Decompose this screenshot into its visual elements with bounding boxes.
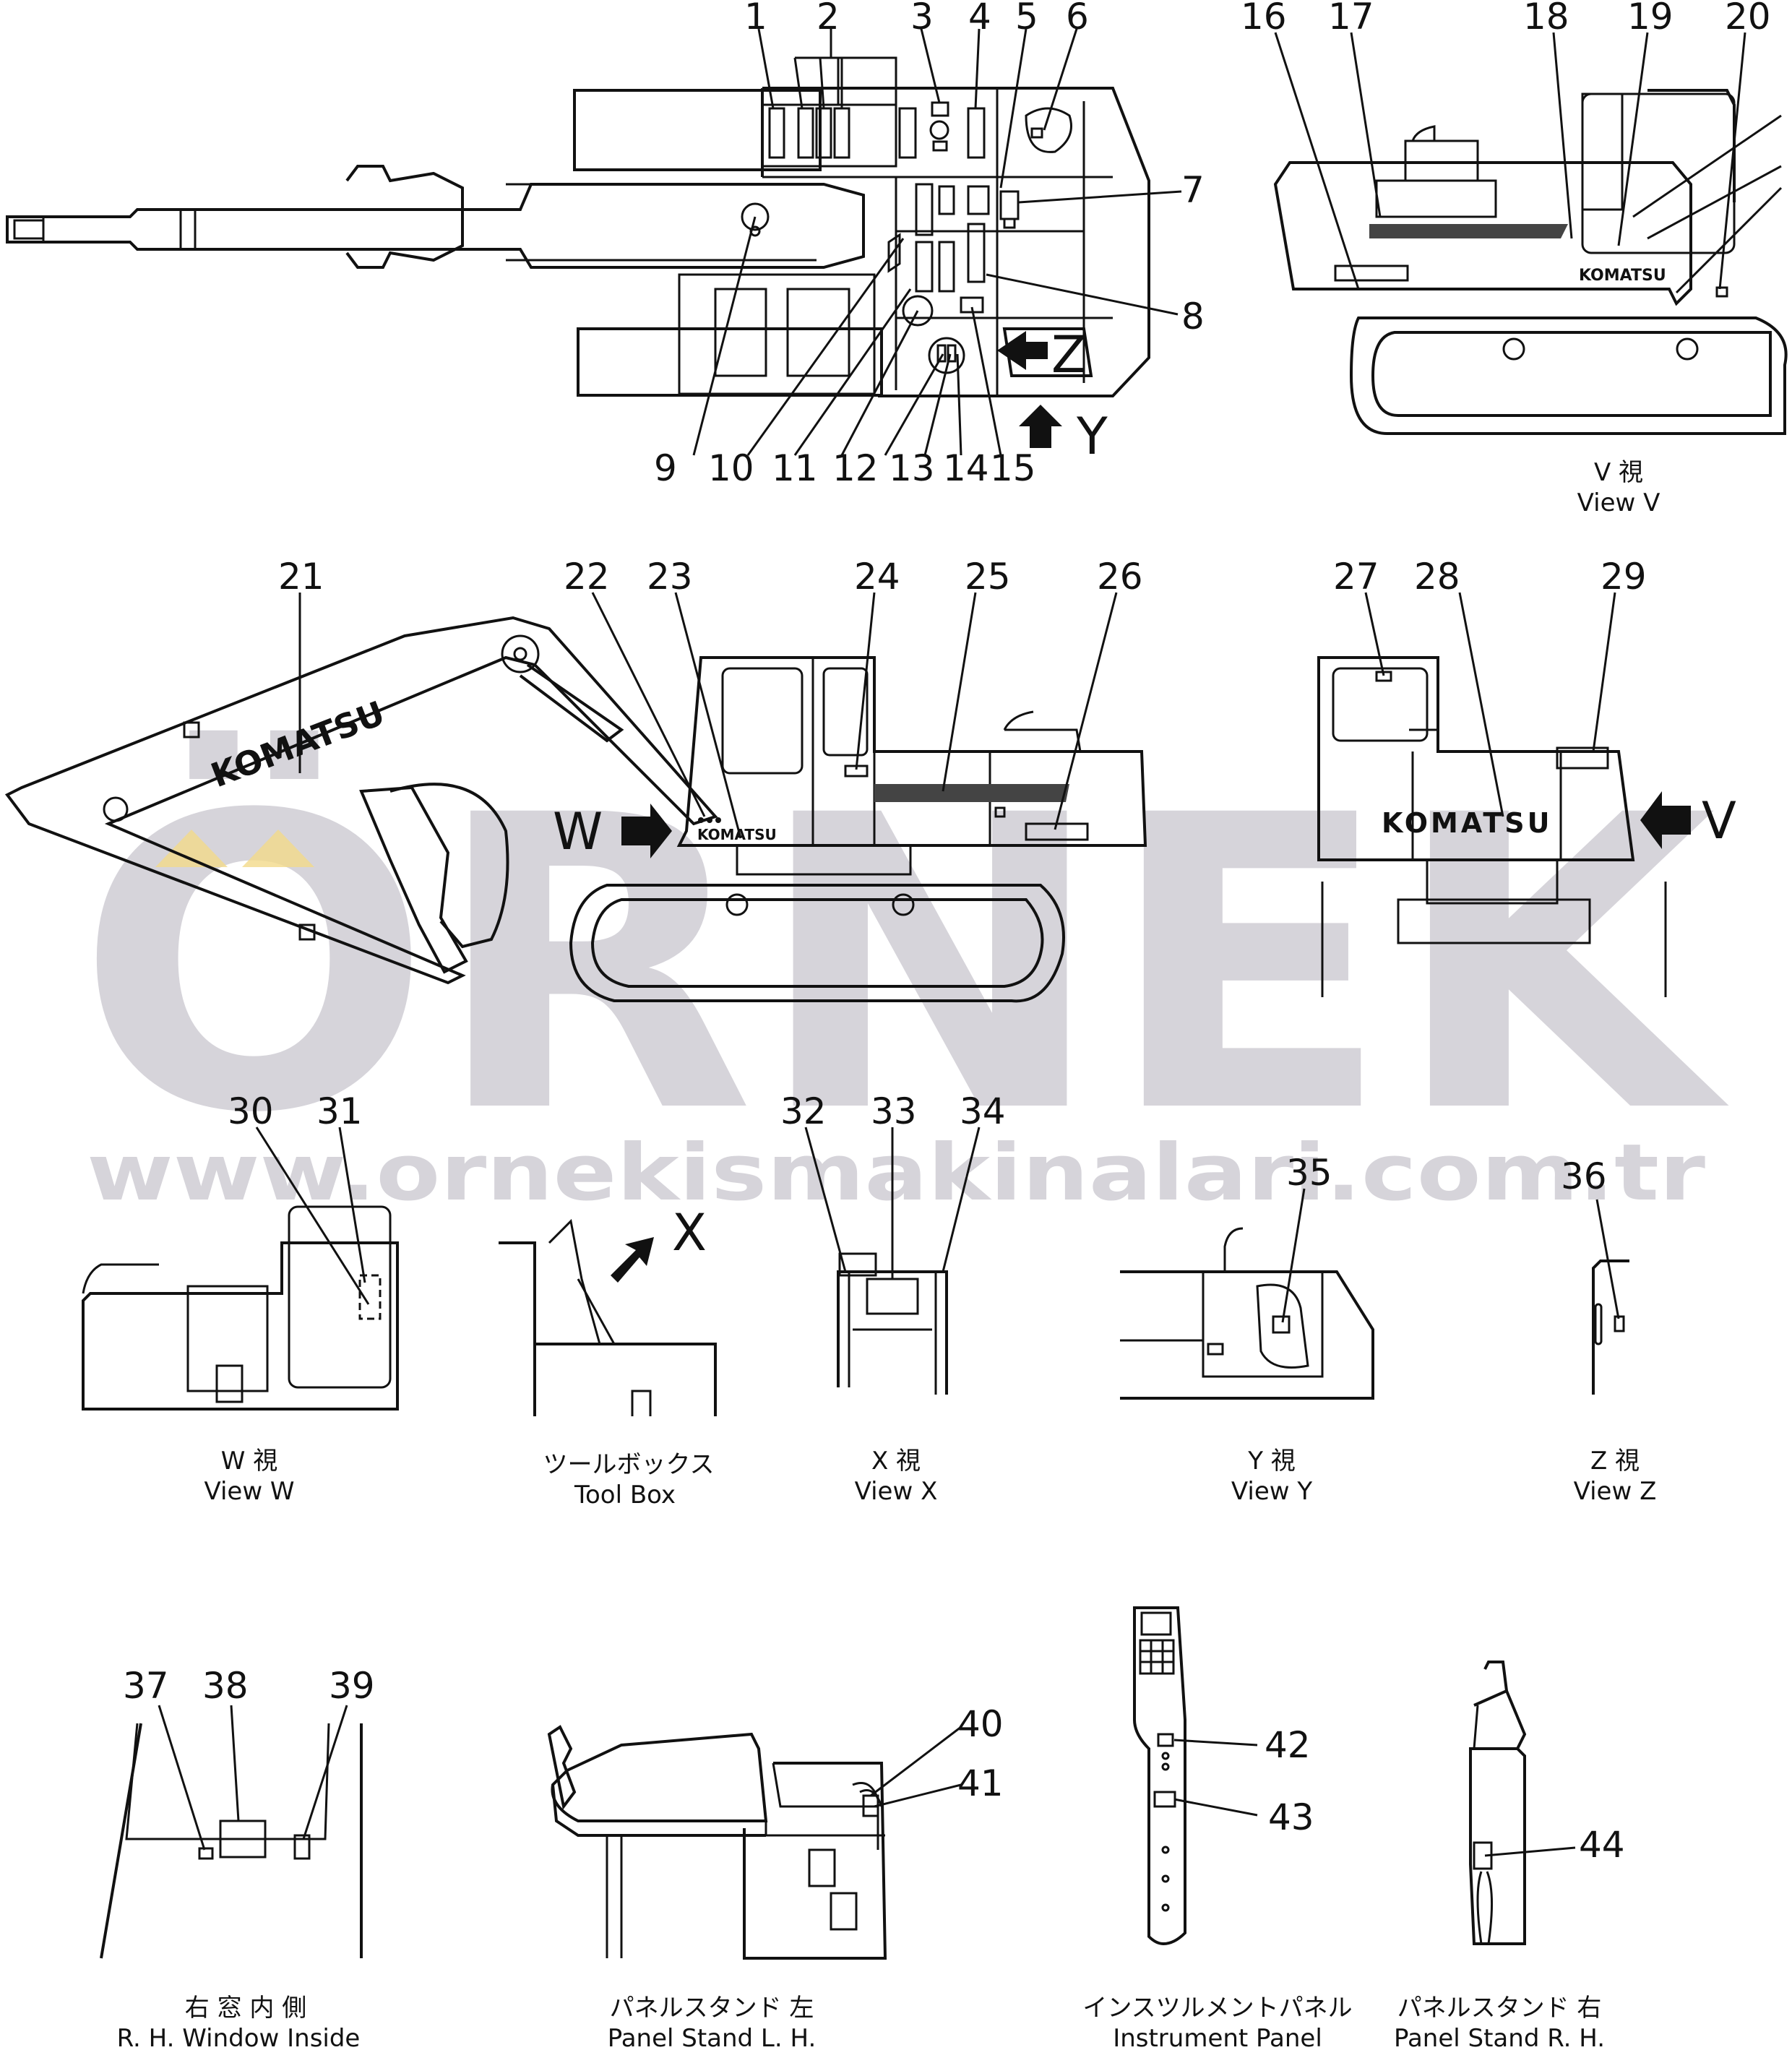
arrow-label-x: X <box>672 1203 707 1262</box>
callout-number: 39 <box>329 1665 375 1707</box>
arrow-label-z: Z <box>1051 325 1086 384</box>
callout-number: 43 <box>1268 1796 1314 1838</box>
callout-number: 12 <box>832 447 879 489</box>
caption-view-y-en: View Y <box>1231 1477 1312 1506</box>
watermark-accent-mark <box>242 830 314 867</box>
view-v-diagram: KOMATSU V 視 View V <box>1273 89 1788 517</box>
callout-number: 42 <box>1265 1724 1311 1766</box>
caption-panel-rh-jp: パネルスタンド 右 <box>1397 1994 1602 2023</box>
caption-view-v-jp: V 視 <box>1594 458 1643 487</box>
callout-number: 44 <box>1579 1824 1625 1866</box>
caption-view-x-en: View X <box>855 1477 938 1506</box>
view-x-diagram: X 視 View X <box>837 1252 948 1506</box>
caption-panel-lh-en: Panel Stand L. H. <box>608 2024 817 2050</box>
callout-number: 41 <box>957 1762 1004 1804</box>
brand-cab-side: KOMATSU <box>697 826 777 843</box>
panel-stand-rh-diagram: パネルスタンド 右 Panel Stand R. H. <box>1394 1661 1605 2050</box>
arrow-label-v: V <box>1702 791 1736 850</box>
watermark-url: www.ornekismakinalari.com.tr <box>87 1128 1705 1218</box>
panel-stand-lh-diagram: パネルスタンド 左 Panel Stand L. H. <box>547 1725 887 2050</box>
callout-number: 7 <box>1181 169 1205 211</box>
callout-number: 26 <box>1097 556 1143 598</box>
view-w-diagram: W 視 View W <box>82 1205 399 1506</box>
callout-number: 21 <box>278 556 324 598</box>
callout-number: 18 <box>1523 0 1569 38</box>
callout-number: 29 <box>1601 556 1647 598</box>
caption-view-y-jp: Y 視 <box>1247 1447 1296 1476</box>
callout-number: 4 <box>968 0 991 38</box>
callout-number: 9 <box>654 447 677 489</box>
view-z-diagram: Z 視 View Z <box>1574 1259 1657 1506</box>
callout-number: 15 <box>990 447 1036 489</box>
leader-lines <box>158 28 1746 1857</box>
callout-number: 11 <box>772 447 818 489</box>
callout-number: 19 <box>1627 0 1673 38</box>
callout-number: 27 <box>1333 556 1379 598</box>
caption-rh-window-jp: 右 窓 内 側 <box>185 1994 306 2023</box>
caption-view-x-jp: X 視 <box>871 1447 921 1476</box>
callout-number: 14 <box>943 447 989 489</box>
caption-panel-rh-en: Panel Stand R. H. <box>1394 2024 1605 2050</box>
watermark-accent-mark <box>155 830 228 867</box>
callout-number: 25 <box>965 556 1011 598</box>
caption-view-v-en: View V <box>1577 488 1660 517</box>
callout-number: 1 <box>744 0 767 38</box>
callout-number: 23 <box>647 556 693 598</box>
caption-view-w-en: View W <box>204 1477 294 1506</box>
callout-number: 32 <box>780 1090 827 1132</box>
callout-number: 35 <box>1286 1152 1332 1194</box>
callout-number: 10 <box>708 447 754 489</box>
callout-number: 6 <box>1066 0 1089 38</box>
callout-number: 37 <box>123 1665 169 1707</box>
rh-window-inside-diagram: 右 窓 内 側 R. H. Window Inside <box>100 1723 363 2050</box>
callout-number: 5 <box>1015 0 1038 38</box>
callout-number: 3 <box>910 0 934 38</box>
caption-view-z-en: View Z <box>1574 1477 1657 1506</box>
callout-number: 30 <box>228 1090 274 1132</box>
callout-number: 38 <box>202 1665 249 1707</box>
brand-rear: KOMATSU <box>1382 807 1552 839</box>
rear-view: KOMATSU V <box>1317 656 1736 997</box>
view-y-diagram: Y 視 View Y <box>1120 1227 1374 1506</box>
arrow-label-w: W <box>553 802 603 861</box>
callout-number: 31 <box>316 1090 363 1132</box>
callout-number: 28 <box>1414 556 1460 598</box>
caption-view-z-jp: Z 視 <box>1590 1447 1640 1476</box>
caption-view-w-jp: W 視 <box>221 1447 277 1476</box>
callout-number: 22 <box>564 556 610 598</box>
tool-box-diagram: X ツールボックス Tool Box <box>499 1203 717 1509</box>
callout-number: 16 <box>1241 0 1287 38</box>
caption-instrument-en: Instrument Panel <box>1113 2024 1322 2050</box>
watermark: ÖRNEK www.ornekismakinalari.com.tr <box>76 726 1732 1218</box>
callout-number: 13 <box>889 447 935 489</box>
callout-number: 36 <box>1561 1155 1607 1197</box>
callout-number: 33 <box>871 1090 917 1132</box>
caption-toolbox-jp: ツールボックス <box>543 1450 715 1479</box>
callout-number: 2 <box>817 0 840 38</box>
callout-number: 8 <box>1181 296 1205 337</box>
brand-view-v: KOMATSU <box>1579 267 1666 285</box>
callout-number: 24 <box>854 556 900 598</box>
caption-panel-lh-jp: パネルスタンド 左 <box>610 1994 814 2023</box>
caption-toolbox-en: Tool Box <box>574 1481 676 1509</box>
caption-instrument-jp: インスツルメントパネル <box>1082 1994 1352 2023</box>
callout-number: 17 <box>1328 0 1374 38</box>
callout-number: 34 <box>960 1090 1006 1132</box>
caption-rh-window-en: R. H. Window Inside <box>117 2024 361 2050</box>
callout-number: 40 <box>957 1703 1004 1745</box>
watermark-logo: ÖRNEK <box>76 726 1732 1202</box>
callout-number: 20 <box>1725 0 1771 38</box>
arrow-label-y: Y <box>1076 407 1108 466</box>
callout-numbers: 1 2 3 4 5 6 7 8 9 10 11 12 13 14 15 16 1… <box>123 0 1771 1866</box>
instrument-panel-diagram: インスツルメントパネル Instrument Panel <box>1082 1606 1353 2050</box>
top-plan-view: Z Y <box>6 56 1150 466</box>
